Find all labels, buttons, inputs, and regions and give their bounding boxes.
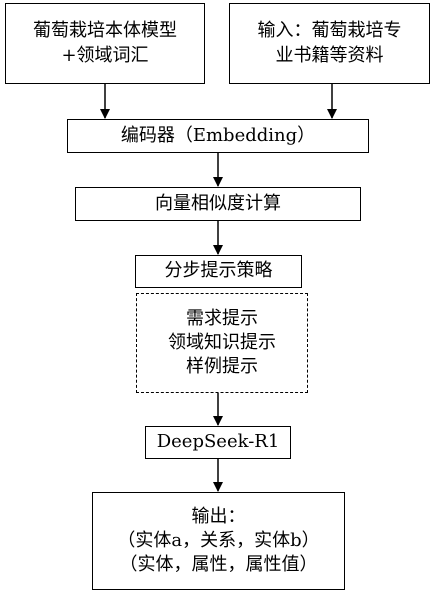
strategy-label: 分步提示策略 <box>164 260 273 282</box>
prompts-line-3: 样例提示 <box>186 356 258 378</box>
output-box: 输出： （实体a，关系，实体b） （实体，属性，属性值） <box>92 492 345 590</box>
output-line-1: 输出： <box>191 505 246 527</box>
prompts-line-1: 需求提示 <box>186 307 258 329</box>
ontology-line-1: 葡萄栽培本体模型 <box>33 20 177 42</box>
output-line-3: （实体，属性，属性值） <box>119 554 318 576</box>
encoder-label: 编码器（Embedding） <box>120 124 316 146</box>
similarity-box: 向量相似度计算 <box>75 187 361 221</box>
input-line-2: 业书籍等资料 <box>275 44 384 66</box>
strategy-box: 分步提示策略 <box>135 255 302 288</box>
similarity-label: 向量相似度计算 <box>155 192 281 214</box>
model-label: DeepSeek-R1 <box>156 431 280 453</box>
prompts-line-2: 领域知识提示 <box>168 331 276 353</box>
prompts-box: 需求提示 领域知识提示 样例提示 <box>136 293 308 393</box>
model-box: DeepSeek-R1 <box>145 426 291 459</box>
output-line-2: （实体a，关系，实体b） <box>117 529 320 551</box>
encoder-box: 编码器（Embedding） <box>67 119 369 153</box>
input-box: 输入：葡萄栽培专 业书籍等资料 <box>229 3 430 84</box>
ontology-box: 葡萄栽培本体模型 +领域词汇 <box>5 3 205 84</box>
input-line-1: 输入：葡萄栽培专 <box>257 20 402 42</box>
ontology-line-2: +领域词汇 <box>61 44 149 66</box>
